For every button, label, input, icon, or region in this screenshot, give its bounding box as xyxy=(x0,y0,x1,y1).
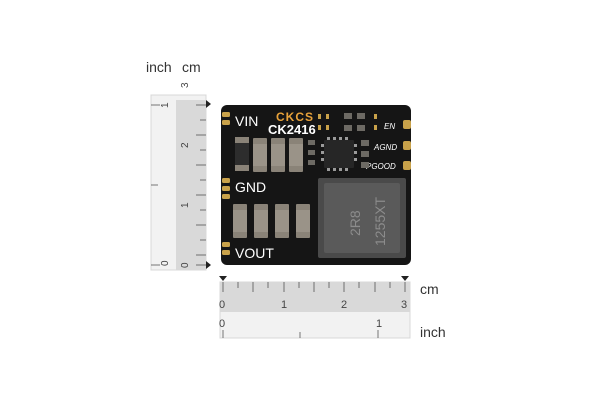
vout-label: VOUT xyxy=(235,245,274,261)
inductor-marking-2: 1255XT xyxy=(372,197,388,246)
gnd-pad-1 xyxy=(222,178,230,183)
horizontal-ruler-unit-cm: cm xyxy=(420,281,439,297)
input-diode xyxy=(235,137,249,171)
left-pads xyxy=(222,112,230,255)
output-capacitor-2 xyxy=(254,204,268,238)
output-capacitor-3 xyxy=(275,204,289,238)
model-label: CK2416 xyxy=(268,122,316,137)
input-capacitor-3 xyxy=(289,138,303,172)
vin-pad-2 xyxy=(222,120,230,125)
vertical-ruler-inch-0: 0 xyxy=(160,260,171,266)
output-capacitor-4 xyxy=(296,204,310,238)
output-capacitor-1 xyxy=(233,204,247,238)
gnd-pad-3 xyxy=(222,194,230,199)
gnd-pad-2 xyxy=(222,186,230,191)
vin-pad-1 xyxy=(222,112,230,117)
vertical-ruler-unit-cm: cm xyxy=(182,59,201,75)
horizontal-ruler-cm-1: 1 xyxy=(281,299,287,311)
input-capacitor-2 xyxy=(271,138,285,172)
en-label: EN xyxy=(384,122,395,131)
agnd-pad xyxy=(403,141,411,150)
controller-ic xyxy=(321,137,357,171)
horizontal-ruler-cm-3: 3 xyxy=(401,299,407,311)
power-inductor: 2R8 1255XT xyxy=(318,178,406,258)
en-pad xyxy=(403,120,411,129)
vertical-ruler-cm-0: 0 xyxy=(180,262,191,268)
horizontal-ruler-ticks xyxy=(222,282,406,338)
vertical-guide-bottom-arrow xyxy=(206,261,211,269)
vout-pad-2 xyxy=(222,250,230,255)
input-capacitors xyxy=(253,138,303,172)
horizontal-ruler-shade xyxy=(220,282,410,312)
horizontal-guide-left-arrow xyxy=(219,276,227,281)
vertical-ruler: inch cm 0 1 0 1 2 3 xyxy=(146,59,211,271)
horizontal-ruler-inch-0: 0 xyxy=(219,318,225,330)
inductor-marking-1: 2R8 xyxy=(347,210,363,236)
agnd-label: AGND xyxy=(373,143,397,152)
brand-logo: CKCS xyxy=(276,110,314,124)
vertical-ruler-shade xyxy=(176,100,206,270)
vin-label: VIN xyxy=(235,113,258,129)
output-capacitors xyxy=(233,204,310,238)
pcb-module: CKCS CK2416 VIN GND VOUT EN AGND PGOOD xyxy=(221,105,411,265)
vertical-ruler-cm-2: 2 xyxy=(180,142,191,148)
horizontal-guide-right-arrow xyxy=(401,276,409,281)
vertical-ruler-cm-1: 1 xyxy=(180,202,191,208)
horizontal-ruler-cm-0: 0 xyxy=(219,299,225,311)
vertical-ruler-inch-1: 1 xyxy=(160,102,171,108)
gnd-label: GND xyxy=(235,179,266,195)
vertical-ruler-cm-3: 3 xyxy=(180,82,191,88)
vertical-ruler-unit-inch: inch xyxy=(146,59,172,75)
horizontal-ruler-cm-2: 2 xyxy=(341,299,347,311)
pgood-pad xyxy=(403,161,411,170)
horizontal-ruler-unit-inch: inch xyxy=(420,324,446,340)
vertical-ruler-ticks xyxy=(151,104,206,266)
small-passives xyxy=(308,113,369,168)
right-pads xyxy=(403,120,411,170)
vertical-guide-top-arrow xyxy=(206,100,211,108)
input-capacitor-1 xyxy=(253,138,267,172)
smd-pad-pairs xyxy=(318,114,377,130)
pgood-label: PGOOD xyxy=(366,162,396,171)
horizontal-ruler: 0 1 2 3 0 1 cm inch xyxy=(219,276,446,340)
vout-pad-1 xyxy=(222,242,230,247)
horizontal-ruler-inch-1: 1 xyxy=(376,318,382,330)
